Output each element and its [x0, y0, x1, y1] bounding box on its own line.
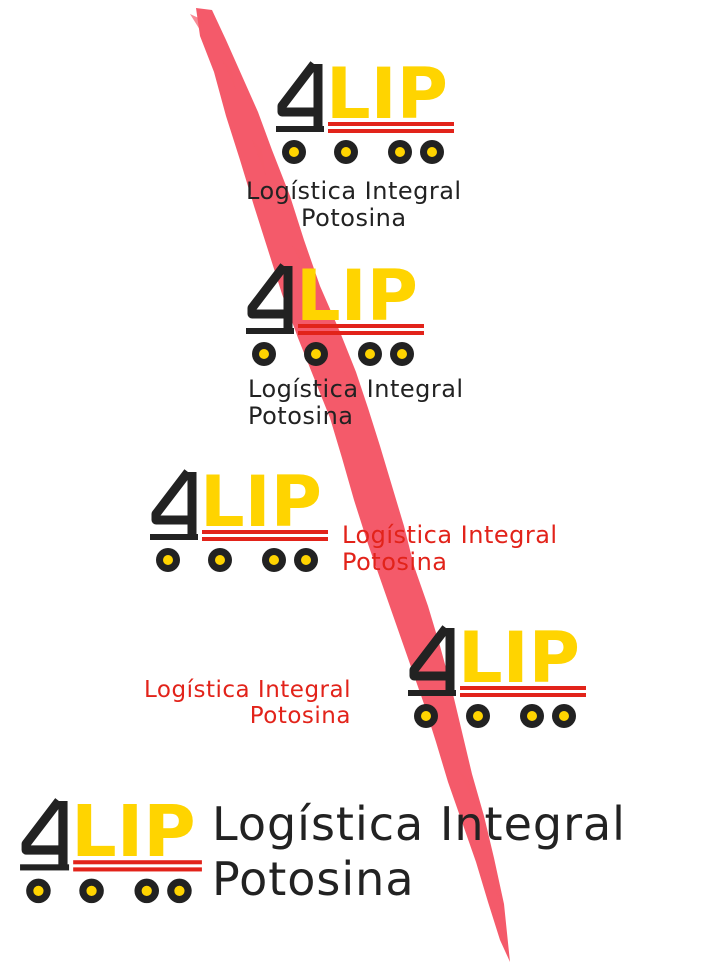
logo-caption-3: Logística Integral Potosina	[342, 522, 558, 576]
wheels	[282, 140, 444, 164]
red-bar	[202, 537, 328, 541]
logo-text: LIP	[458, 620, 580, 699]
wheels	[252, 342, 414, 366]
letter-a-mark	[276, 61, 324, 132]
logo-caption-4: Logística Integral Potosina	[144, 677, 351, 730]
caption-line-2: Potosina	[301, 203, 407, 232]
alip-logo-3: LIP	[150, 464, 328, 572]
alip-logo-1: LIP	[276, 56, 454, 164]
red-bar	[460, 686, 586, 690]
letter-a-mark	[246, 263, 294, 334]
wheels	[26, 878, 192, 904]
logo-caption-2: Logística Integral Potosina	[248, 376, 464, 430]
logo-caption-5: Logística Integral Potosina	[212, 797, 626, 907]
caption-line-2: Potosina	[212, 852, 415, 907]
red-bar	[298, 331, 424, 335]
caption-line-1: Logística Integral	[248, 375, 464, 403]
alip-logo-5: LIP	[20, 792, 202, 904]
letter-a-mark	[150, 469, 198, 540]
caption-line-1: Logística Integral	[144, 677, 351, 703]
logo-text: LIP	[200, 464, 322, 543]
wheels	[156, 548, 318, 572]
alip-logo-2: LIP	[246, 258, 424, 366]
logo-caption-1: Logística Integral Potosina	[246, 178, 462, 232]
letter-a-mark	[20, 798, 70, 871]
red-bar	[202, 530, 328, 534]
wheels	[414, 704, 576, 728]
red-bar	[298, 324, 424, 328]
red-bar	[73, 860, 202, 865]
red-bar	[460, 693, 586, 697]
logo-text: LIP	[326, 56, 448, 135]
letter-a-mark	[408, 625, 456, 696]
logo-text: LIP	[296, 258, 418, 337]
red-bar	[73, 867, 202, 872]
caption-line-2: Potosina	[342, 547, 448, 576]
caption-line-1: Logística Integral	[212, 797, 626, 851]
red-bar	[328, 129, 454, 133]
red-bar	[328, 122, 454, 126]
caption-line-1: Logística Integral	[246, 177, 462, 205]
caption-line-2: Potosina	[249, 702, 351, 729]
logo-text: LIP	[71, 792, 196, 873]
alip-logo-4: LIP	[408, 620, 586, 728]
caption-line-2: Potosina	[248, 401, 354, 430]
caption-line-1: Logística Integral	[342, 521, 558, 549]
